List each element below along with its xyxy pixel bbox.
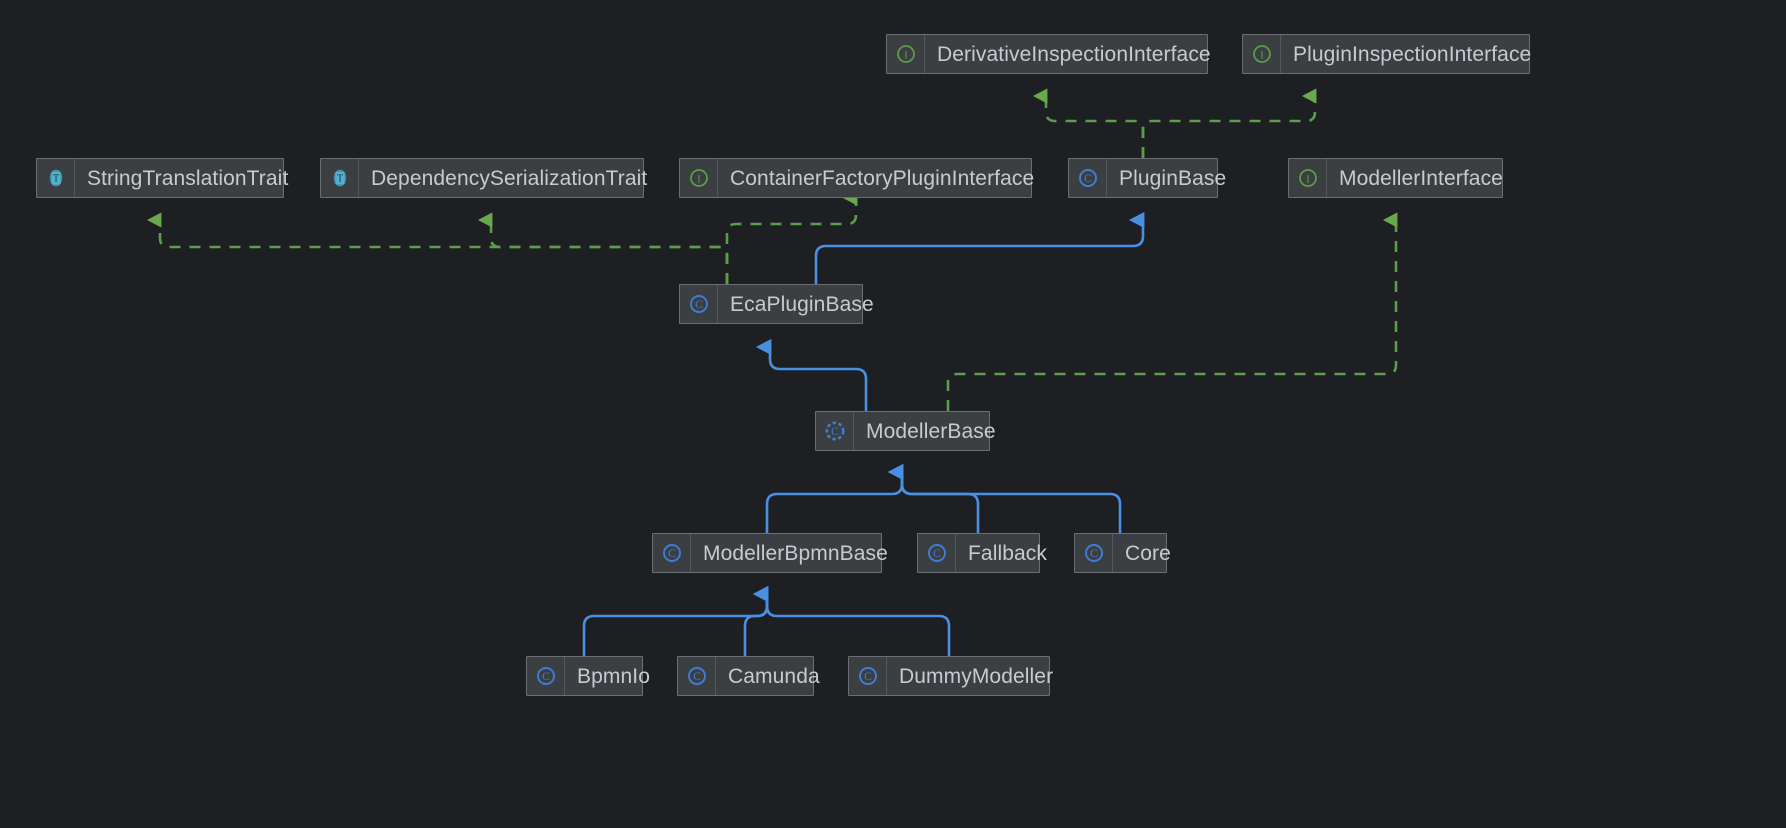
- svg-text:C: C: [864, 671, 872, 683]
- edge-ecapluginbase-stringtranslationtrait: [147, 212, 729, 284]
- class-node-dependencyserializationtrait[interactable]: T DependencySerializationTrait: [320, 158, 647, 198]
- class-node-label: StringTranslationTrait: [87, 166, 289, 190]
- interface-icon: I: [1243, 35, 1281, 73]
- class-node-camunda[interactable]: C Camunda: [677, 656, 820, 696]
- class-icon: C: [1069, 159, 1107, 197]
- class-node-derivativeinspectioninterface[interactable]: I DerivativeInspectionInterface: [886, 34, 1211, 74]
- class-icon: C: [1075, 534, 1113, 572]
- class-node-dummymodeller[interactable]: C DummyModeller: [848, 656, 1053, 696]
- class-icon: C: [653, 534, 691, 572]
- trait-icon: T: [321, 159, 359, 197]
- edge-modellerbase-modellerinterface: [946, 212, 1398, 411]
- svg-text:C: C: [933, 548, 941, 560]
- edge-fallback-modellerbase: [888, 464, 980, 533]
- trait-icon: T: [37, 159, 75, 197]
- class-icon: C: [918, 534, 956, 572]
- class-node-label: PluginBase: [1119, 166, 1227, 190]
- implementation-edges: [147, 88, 1398, 411]
- class-node-bpmnio[interactable]: C BpmnIo: [526, 656, 650, 696]
- class-node-plugininspectioninterface[interactable]: I PluginInspectionInterface: [1242, 34, 1531, 74]
- abstract-class-icon: C: [816, 412, 854, 450]
- class-node-fallback[interactable]: C Fallback: [917, 533, 1047, 573]
- svg-text:C: C: [542, 671, 550, 683]
- class-node-label: DependencySerializationTrait: [371, 166, 648, 190]
- edge-ecapluginbase-pluginbase: [814, 212, 1145, 284]
- class-node-containerfactoryplugininterface[interactable]: I ContainerFactoryPluginInterface: [679, 158, 1034, 198]
- svg-text:C: C: [693, 671, 701, 683]
- class-node-label: Fallback: [968, 541, 1047, 565]
- class-node-core[interactable]: C Core: [1074, 533, 1171, 573]
- edge-pluginbase-plugininspectioninterface: [1141, 88, 1317, 158]
- interface-icon: I: [680, 159, 718, 197]
- class-node-label: Camunda: [728, 664, 820, 688]
- class-node-stringtranslationtrait[interactable]: T StringTranslationTrait: [36, 158, 288, 198]
- svg-text:I: I: [904, 49, 908, 61]
- edge-ecapluginbase-dependencyserializationtrait: [478, 212, 729, 284]
- interface-icon: I: [887, 35, 925, 73]
- class-node-label: ModellerInterface: [1339, 166, 1503, 190]
- svg-text:C: C: [831, 426, 839, 438]
- class-node-label: Core: [1125, 541, 1171, 565]
- edge-modellerbase-ecapluginbase: [756, 339, 868, 411]
- svg-text:T: T: [52, 174, 58, 185]
- class-node-modellerinterface[interactable]: I ModellerInterface: [1288, 158, 1503, 198]
- svg-text:I: I: [1260, 49, 1264, 61]
- class-icon: C: [527, 657, 565, 695]
- class-node-label: DerivativeInspectionInterface: [937, 42, 1211, 66]
- svg-text:C: C: [695, 299, 703, 311]
- edge-pluginbase-derivativeinspectioninterface: [1033, 88, 1145, 158]
- class-icon: C: [678, 657, 716, 695]
- class-node-label: ModellerBpmnBase: [703, 541, 888, 565]
- svg-text:C: C: [1084, 173, 1092, 185]
- svg-text:C: C: [1090, 548, 1098, 560]
- class-node-ecapluginbase[interactable]: C EcaPluginBase: [679, 284, 874, 324]
- class-node-label: BpmnIo: [577, 664, 650, 688]
- svg-text:C: C: [668, 548, 676, 560]
- class-node-label: EcaPluginBase: [730, 292, 874, 316]
- class-node-modellerbase[interactable]: C ModellerBase: [815, 411, 996, 451]
- svg-text:T: T: [336, 174, 342, 185]
- svg-text:I: I: [1306, 173, 1310, 185]
- class-node-modellerbpmnbase[interactable]: C ModellerBpmnBase: [652, 533, 888, 573]
- class-node-label: ModellerBase: [866, 419, 996, 443]
- class-icon: C: [680, 285, 718, 323]
- class-node-label: ContainerFactoryPluginInterface: [730, 166, 1035, 190]
- interface-icon: I: [1289, 159, 1327, 197]
- class-node-label: DummyModeller: [899, 664, 1054, 688]
- svg-text:I: I: [697, 173, 701, 185]
- class-icon: C: [849, 657, 887, 695]
- edge-camunda-modellerbpmnbase: [743, 586, 769, 656]
- edge-core-modellerbase: [888, 464, 1122, 533]
- edge-bpmnio-modellerbpmnbase: [582, 586, 769, 656]
- class-node-label: PluginInspectionInterface: [1293, 42, 1532, 66]
- class-node-pluginbase[interactable]: C PluginBase: [1068, 158, 1226, 198]
- edge-modellerbpmnbase-modellerbase: [765, 464, 904, 533]
- edge-dummymodeller-modellerbpmnbase: [753, 586, 951, 656]
- edge-ecapluginbase-containerfactoryplugininterface: [725, 190, 858, 284]
